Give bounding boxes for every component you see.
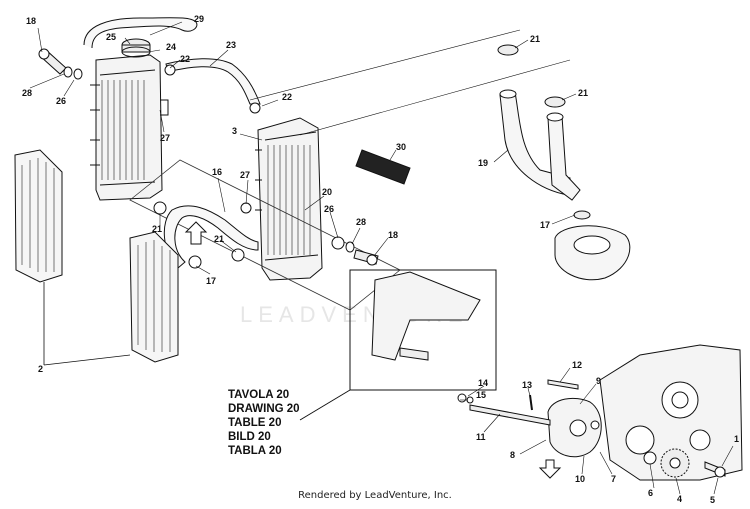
callout-13: 13	[522, 380, 532, 390]
radiator-shroud-lower	[129, 231, 179, 363]
callout-18: 18	[388, 230, 398, 240]
right-radiator	[255, 117, 323, 281]
drawing-caption: TAVOLA 20 DRAWING 20 TABLE 20 BILD 20 TA…	[228, 388, 300, 458]
callout-1: 1	[734, 434, 739, 444]
callout-16: 16	[212, 167, 222, 177]
water-pipe-19	[499, 89, 581, 201]
bolt-18-left	[38, 48, 83, 80]
caption-line: BILD 20	[228, 431, 271, 443]
cylinder-head	[554, 210, 631, 281]
callout-17: 17	[206, 276, 216, 286]
callout-6: 6	[648, 488, 653, 498]
callout-9: 9	[596, 376, 601, 386]
hose-23	[165, 58, 261, 105]
caption-line: TABLA 20	[228, 445, 282, 457]
left-radiator	[90, 54, 169, 201]
water-pump	[547, 397, 602, 458]
inset-detail	[299, 269, 497, 421]
caption-line: TAVOLA 20	[228, 389, 290, 401]
callout-28: 28	[356, 217, 366, 227]
callout-4: 4	[677, 494, 682, 504]
callout-3: 3	[232, 126, 237, 136]
callout-26: 26	[56, 96, 66, 106]
callout-21: 21	[214, 234, 224, 244]
callout-14: 14	[478, 378, 488, 388]
callout-25: 25	[106, 32, 116, 42]
callout-19: 19	[478, 158, 488, 168]
caption-line: TABLE 20	[228, 417, 282, 429]
down-arrow	[538, 459, 562, 479]
hose-29	[83, 17, 198, 49]
callout-22: 22	[282, 92, 292, 102]
shaft-11	[469, 404, 551, 426]
bolt-18-right	[331, 236, 379, 266]
engine-case	[599, 344, 743, 481]
flow-arrow	[184, 221, 208, 245]
callout-11: 11	[476, 432, 486, 442]
callout-24: 24	[166, 42, 176, 52]
callout-27: 27	[240, 170, 250, 180]
callout-21: 21	[578, 88, 588, 98]
callout-21: 21	[152, 224, 162, 234]
callout-29: 29	[194, 14, 204, 24]
footer-credit: Rendered by LeadVenture, Inc.	[298, 490, 452, 501]
caption-line: DRAWING 20	[228, 403, 300, 415]
callout-21: 21	[530, 34, 540, 44]
radiator-cap-25	[121, 38, 151, 58]
callout-26: 26	[324, 204, 334, 214]
callout-23: 23	[226, 40, 236, 50]
callout-18: 18	[26, 16, 36, 26]
callout-2: 2	[38, 364, 43, 374]
callout-15: 15	[476, 390, 486, 400]
callout-28: 28	[22, 88, 32, 98]
callout-30: 30	[396, 142, 406, 152]
decal-30	[355, 149, 411, 185]
callout-7: 7	[611, 474, 616, 484]
gear-4	[660, 448, 690, 478]
callout-5: 5	[710, 495, 715, 505]
callout-22: 22	[180, 54, 190, 64]
callout-12: 12	[572, 360, 582, 370]
callout-20: 20	[322, 187, 332, 197]
callout-8: 8	[510, 450, 515, 460]
callout-10: 10	[575, 474, 585, 484]
callout-27: 27	[160, 133, 170, 143]
callout-17: 17	[540, 220, 550, 230]
radiator-shroud-upper	[14, 149, 63, 283]
